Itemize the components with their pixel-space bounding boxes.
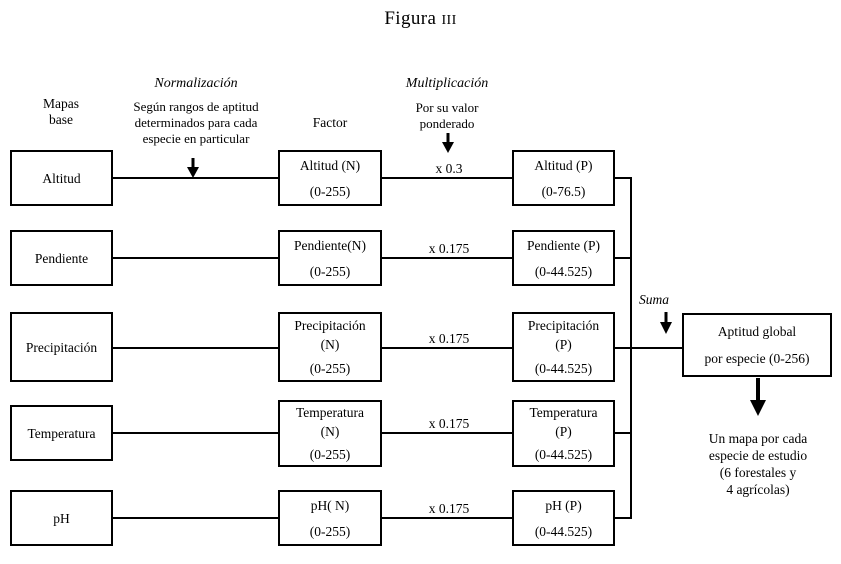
connector-normalized-to-weighted-altitud	[380, 177, 514, 179]
box-normalized-precipitacion-line1: Precipitación	[294, 318, 366, 333]
box-normalized-temperatura-line2: (N)	[320, 424, 340, 439]
column-heading-multiplication: Multiplicación	[405, 76, 489, 91]
connector-base-to-normalized-ph	[110, 517, 282, 519]
box-base-altitud-label: Altitud	[42, 170, 81, 186]
box-weighted-altitud[interactable]: Altitud (P) (0-76.5)	[512, 150, 615, 206]
box-normalized-altitud-line2: (0-255)	[309, 183, 351, 199]
connector-weighted-to-bus-pendiente	[613, 257, 632, 259]
box-weighted-pendiente[interactable]: Pendiente (P) (0-44.525)	[512, 230, 615, 286]
box-weighted-altitud-line1: Altitud (P)	[534, 157, 593, 173]
box-weighted-precipitacion-line1: Precipitación	[527, 318, 600, 333]
multiplier-label-precipitacion: x 0.175	[396, 331, 502, 347]
connector-normalized-to-weighted-temperatura	[380, 432, 514, 434]
column-subtext-normalization: Según rangos de aptitud determinados par…	[112, 99, 280, 147]
connector-base-to-normalized-pendiente	[110, 257, 282, 259]
column-heading-base-maps: Mapas base	[0, 96, 122, 128]
multiplication-desc-line1: Por su valor	[415, 100, 479, 115]
box-normalized-ph-line1: pH( N)	[310, 497, 350, 513]
box-base-ph[interactable]: pH	[10, 490, 113, 546]
normalization-desc-line1: Según rangos de aptitud	[133, 99, 259, 114]
figure-title-numeral: III	[441, 13, 457, 28]
box-normalized-temperatura-line1: Temperatura	[295, 405, 364, 420]
box-base-precipitacion-label: Precipitación	[25, 339, 98, 355]
column-heading-factor: Factor	[312, 115, 348, 130]
box-aptitud-global[interactable]: Aptitud global por especie (0-256)	[682, 313, 832, 377]
box-base-pendiente-label: Pendiente	[34, 250, 89, 266]
box-base-altitud[interactable]: Altitud	[10, 150, 113, 206]
box-weighted-temperatura[interactable]: Temperatura (P) (0-44.525)	[512, 400, 615, 467]
figure-title: Figura III	[0, 8, 841, 30]
box-base-precipitacion[interactable]: Precipitación	[10, 312, 113, 382]
output-caption: Un mapa por cada especie de estudio (6 f…	[676, 430, 840, 498]
output-caption-line4: 4 agrícolas)	[726, 482, 790, 497]
box-aptitud-global-line2: por especie (0-256)	[704, 351, 810, 366]
connector-weighted-to-bus-precipitacion	[613, 347, 632, 349]
normalization-desc-line3: especie en particular	[142, 131, 250, 146]
box-weighted-precipitacion-line2: (P)	[555, 337, 572, 352]
box-normalized-altitud-line1: Altitud (N)	[299, 157, 361, 173]
connector-base-to-normalized-precipitacion	[110, 347, 282, 349]
box-weighted-ph-line1: pH (P)	[545, 497, 582, 513]
box-weighted-temperatura-line2: (P)	[555, 424, 572, 439]
box-normalized-pendiente-line1: Pendiente(N)	[294, 237, 366, 253]
multiplier-label-altitud: x 0.3	[396, 161, 502, 177]
box-aptitud-global-line1: Aptitud global	[717, 324, 797, 339]
box-weighted-temperatura-line1: Temperatura	[529, 405, 598, 420]
connector-normalized-to-weighted-ph	[380, 517, 514, 519]
summation-label: Suma	[637, 292, 671, 308]
connector-bus-to-aptitud-global	[630, 347, 684, 349]
box-normalized-temperatura-line3: (0-255)	[309, 447, 351, 462]
box-base-temperatura[interactable]: Temperatura	[10, 405, 113, 461]
multiplier-label-temperatura: x 0.175	[396, 416, 502, 432]
output-caption-line1: Un mapa por cada	[708, 431, 808, 446]
box-normalized-temperatura[interactable]: Temperatura (N) (0-255)	[278, 400, 382, 467]
normalization-desc-line2: determinados para cada	[134, 115, 258, 130]
box-normalized-precipitacion-line2: (N)	[320, 337, 340, 352]
box-normalized-ph[interactable]: pH( N) (0-255)	[278, 490, 382, 546]
box-weighted-temperatura-line3: (0-44.525)	[534, 447, 593, 462]
output-caption-line2: especie de estudio	[708, 448, 808, 463]
column-heading-base-maps-line2: base	[49, 112, 73, 127]
summation-down-arrow-icon	[659, 312, 673, 334]
box-weighted-precipitacion-line3: (0-44.525)	[534, 361, 593, 376]
connector-normalized-to-weighted-pendiente	[380, 257, 514, 259]
box-weighted-altitud-line2: (0-76.5)	[541, 183, 586, 199]
box-base-temperatura-label: Temperatura	[27, 425, 96, 441]
multiplication-desc-line2: ponderado	[419, 116, 475, 131]
box-weighted-ph[interactable]: pH (P) (0-44.525)	[512, 490, 615, 546]
box-weighted-pendiente-line2: (0-44.525)	[534, 263, 593, 279]
connector-base-to-normalized-altitud	[110, 177, 282, 179]
column-subtext-multiplication: Por su valor ponderado	[382, 100, 512, 132]
connector-weighted-to-bus-ph	[613, 517, 632, 519]
multiplier-label-ph: x 0.175	[396, 501, 502, 517]
box-normalized-pendiente-line2: (0-255)	[309, 263, 351, 279]
box-normalized-precipitacion-line3: (0-255)	[309, 361, 351, 376]
box-base-ph-label: pH	[53, 510, 70, 526]
box-normalized-precipitacion[interactable]: Precipitación (N) (0-255)	[278, 312, 382, 382]
normalization-down-arrow-icon	[186, 158, 200, 178]
connector-weighted-to-bus-temperatura	[613, 432, 632, 434]
connector-normalized-to-weighted-precipitacion	[380, 347, 514, 349]
connector-weighted-to-bus-altitud	[613, 177, 632, 179]
box-weighted-pendiente-line1: Pendiente (P)	[526, 237, 601, 253]
column-heading-normalization: Normalización	[154, 76, 238, 91]
figure-title-text: Figura	[384, 8, 437, 29]
box-normalized-altitud[interactable]: Altitud (N) (0-255)	[278, 150, 382, 206]
multiplication-down-arrow-icon	[441, 133, 455, 153]
box-normalized-pendiente[interactable]: Pendiente(N) (0-255)	[278, 230, 382, 286]
box-weighted-ph-line2: (0-44.525)	[534, 523, 593, 539]
connector-base-to-normalized-temperatura	[110, 432, 282, 434]
output-down-arrow-icon	[750, 378, 766, 416]
output-caption-line3: (6 forestales y	[719, 465, 797, 480]
box-normalized-ph-line2: (0-255)	[309, 523, 351, 539]
column-heading-base-maps-line1: Mapas	[43, 96, 79, 111]
multiplier-label-pendiente: x 0.175	[396, 241, 502, 257]
box-weighted-precipitacion[interactable]: Precipitación (P) (0-44.525)	[512, 312, 615, 382]
box-base-pendiente[interactable]: Pendiente	[10, 230, 113, 286]
